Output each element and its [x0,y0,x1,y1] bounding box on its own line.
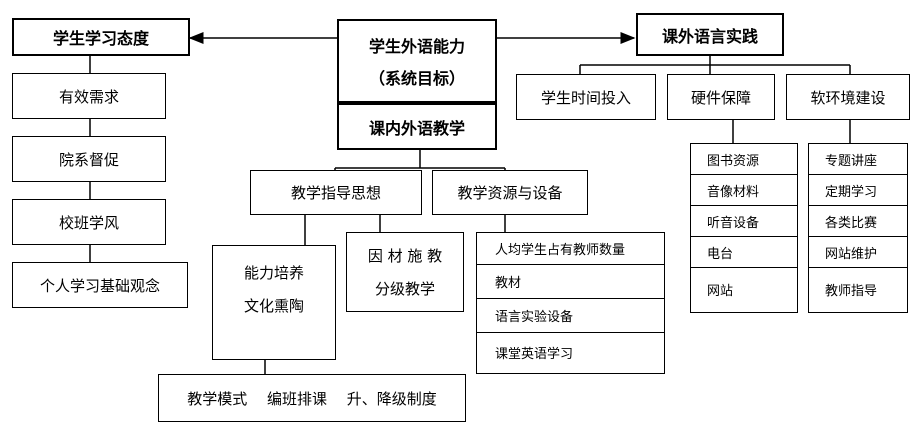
hardware-item-label: 听音设备 [707,215,760,231]
system-goal-label: （系统目标） [368,69,465,88]
ability-culture-box: 能力培养 文化熏陶 [212,245,336,360]
guiding-thought-label: 教学指导思想 [290,184,381,202]
resource-item: 人均学生占有教师数量 [477,233,664,265]
graded-teaching-label: 分级教学 [374,280,435,298]
software-item-label: 专题讲座 [825,153,878,169]
software-item-label: 教师指导 [825,284,878,299]
study-time-box: 学生时间投入 [516,74,656,120]
hardware-item-label: 音像材料 [707,184,760,200]
hardware-item: 电台 [691,237,797,268]
hardware-item: 图书资源 [691,144,797,175]
teaching-modes-box: 教学模式 编班排课 升、降级制度 [158,374,466,422]
hardware-item: 音像材料 [691,175,797,206]
soft-environment-label: 软环境建设 [810,88,886,107]
hardware-support-label: 硬件保障 [690,88,751,107]
software-item: 教师指导 [809,268,907,311]
software-item: 各类比赛 [809,206,907,237]
tailored-teaching-box: 因 材 施 教 分级教学 [346,232,464,312]
inclass-teaching-label: 课内外语教学 [368,118,465,138]
department-supervision-box: 院系督促 [12,136,166,182]
software-item: 定期学习 [809,175,907,206]
resource-item-label: 语言实验设备 [495,310,574,325]
study-time-label: 学生时间投入 [540,88,631,107]
hardware-item-label: 电台 [707,246,734,262]
personal-foundation-label: 个人学习基础观念 [39,276,160,295]
foreign-language-ability-label: 学生外语能力 [368,37,465,56]
hardware-support-box: 硬件保障 [667,74,775,120]
resource-item: 课堂英语学习 [477,333,664,371]
teaching-resources-box: 教学资源与设备 [432,170,588,215]
learning-attitude-box: 学生学习态度 [12,18,190,56]
software-item: 专题讲座 [809,144,907,175]
resource-item-label: 教材 [495,276,522,291]
extracurricular-practice-label: 课外语言实践 [661,26,758,46]
resource-item: 语言实验设备 [477,299,664,333]
hardware-list-box: 图书资源 音像材料 听音设备 电台 网站 [690,143,798,313]
cultural-edification-label: 文化熏陶 [243,297,304,315]
hardware-item: 网站 [691,268,797,311]
resource-item: 教材 [477,265,664,299]
tailored-teaching-label: 因 材 施 教 [367,247,443,265]
effective-demand-label: 有效需求 [58,87,119,106]
resource-item-label: 课堂英语学习 [495,346,574,362]
hardware-item: 听音设备 [691,206,797,237]
guiding-thought-box: 教学指导思想 [250,170,422,215]
inclass-teaching-box: 课内外语教学 [337,103,497,150]
software-item-label: 定期学习 [825,184,878,200]
effective-demand-box: 有效需求 [12,73,166,119]
foreign-language-ability-box: 学生外语能力 （系统目标） [337,19,497,103]
class-style-box: 校班学风 [12,199,166,245]
class-style-label: 校班学风 [58,213,119,232]
ability-cultivation-label: 能力培养 [243,264,304,282]
software-item: 网站维护 [809,237,907,268]
soft-environment-box: 软环境建设 [786,74,910,120]
resource-list-box: 人均学生占有教师数量 教材 语言实验设备 课堂英语学习 [476,232,665,374]
teaching-modes-label: 教学模式 编班排课 升、降级制度 [187,389,437,408]
software-list-box: 专题讲座 定期学习 各类比赛 网站维护 教师指导 [808,143,908,313]
software-item-label: 网站维护 [825,246,878,262]
teaching-resources-label: 教学资源与设备 [457,184,563,202]
personal-foundation-box: 个人学习基础观念 [12,262,188,308]
software-item-label: 各类比赛 [825,215,878,231]
resource-item-label: 人均学生占有教师数量 [495,243,626,258]
hardware-item-label: 网站 [707,284,734,299]
learning-attitude-label: 学生学习态度 [52,29,149,48]
hardware-item-label: 图书资源 [707,153,760,169]
extracurricular-practice-box: 课外语言实践 [636,13,784,56]
department-supervision-label: 院系督促 [58,150,119,169]
